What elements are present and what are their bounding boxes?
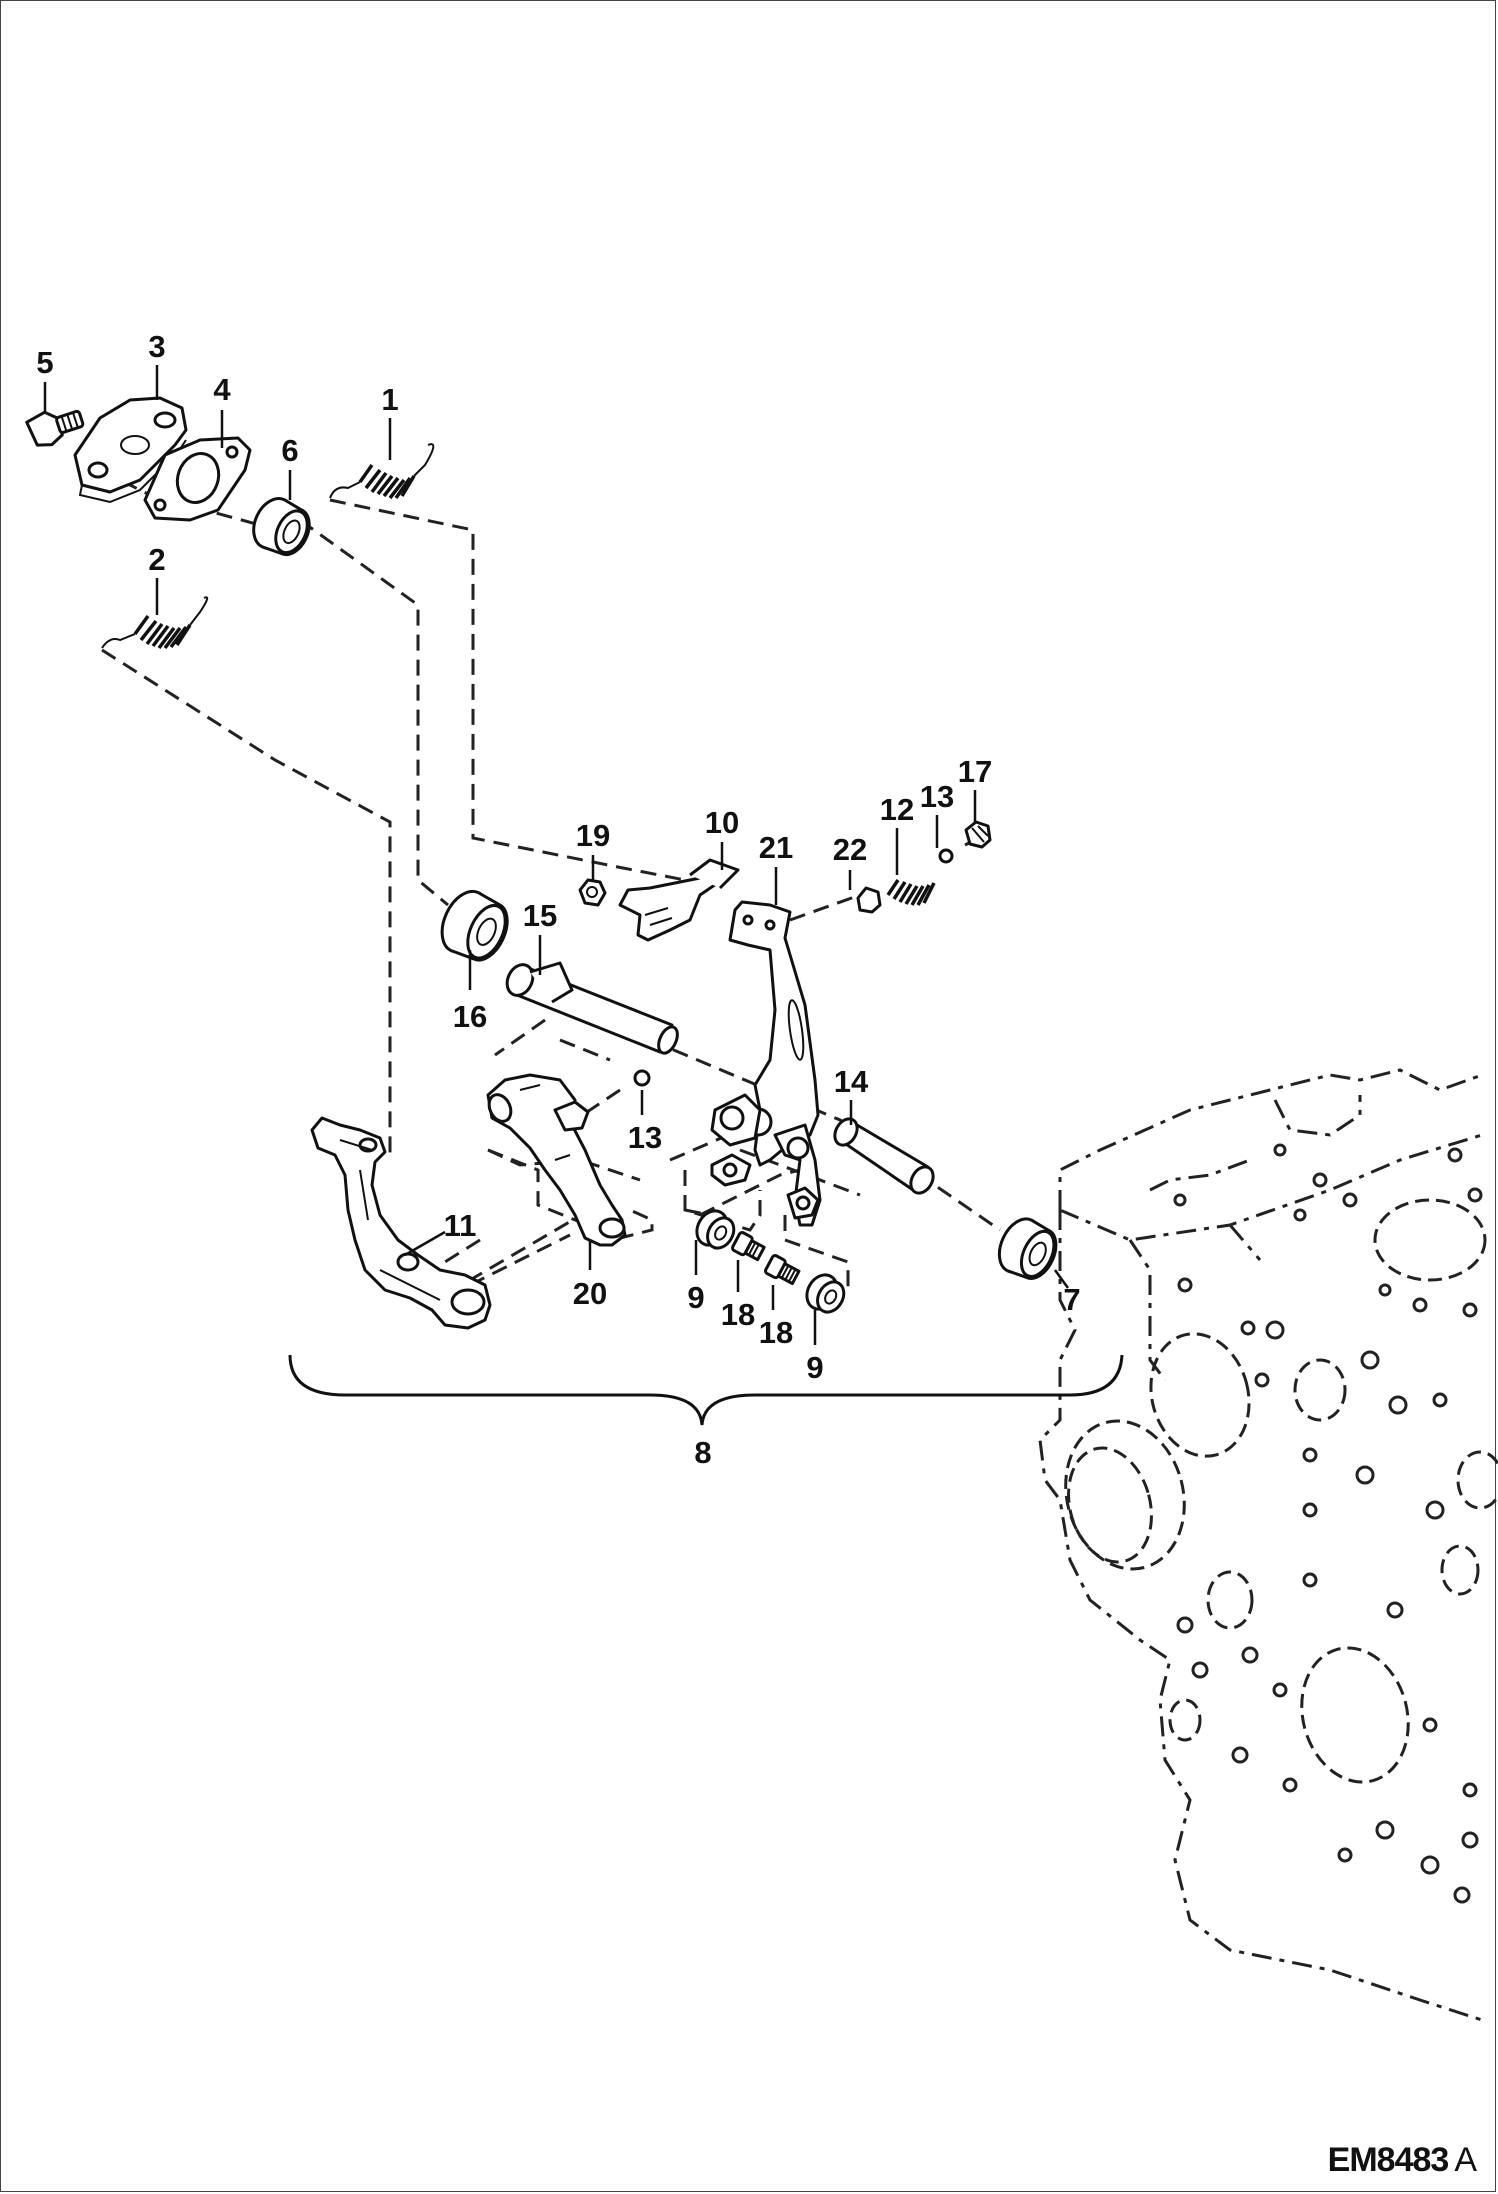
clip-part-10 [618, 858, 740, 942]
callout-6: 6 [281, 433, 298, 468]
callout-22: 22 [833, 832, 867, 867]
callout-1: 1 [381, 382, 398, 417]
callout-16: 16 [453, 999, 487, 1034]
callout-13-upper: 13 [920, 779, 954, 814]
ball-part-13-upper [938, 848, 954, 864]
spring-part-2 [101, 596, 209, 650]
lever-part-11 [310, 1116, 492, 1330]
callout-14: 14 [834, 1064, 869, 1099]
bolt-part-5 [25, 409, 85, 447]
callout-13-lower: 13 [628, 1120, 662, 1155]
callout-4: 4 [213, 372, 231, 407]
callout-10: 10 [705, 805, 739, 840]
callout-21: 21 [759, 830, 793, 865]
ball-part-13-lower [633, 1069, 651, 1087]
callout-15: 15 [523, 898, 557, 933]
callout-labels: 5 3 4 6 1 2 19 10 21 22 12 13 17 15 16 1… [36, 329, 1080, 1470]
screw-part-18-left [731, 1231, 766, 1262]
sleeve-part-14 [833, 1117, 935, 1195]
callout-9-right: 9 [806, 1350, 823, 1385]
callout-9-left: 9 [687, 1280, 704, 1315]
plug-part-17 [964, 820, 992, 849]
callout-11: 11 [444, 1208, 477, 1243]
nut-part-19 [578, 878, 607, 907]
bushing-part-7 [997, 1217, 1058, 1280]
spring-part-1 [329, 443, 435, 500]
washer-part-9-right [805, 1273, 846, 1314]
screw-part-18-right [764, 1254, 801, 1286]
gasket-part-4 [143, 436, 252, 522]
callout-19: 19 [576, 818, 610, 853]
callout-17: 17 [958, 754, 992, 789]
callout-12: 12 [880, 792, 914, 827]
callout-3: 3 [148, 329, 165, 364]
callout-2: 2 [148, 542, 165, 577]
engine-block-outline [1038, 1068, 1498, 2022]
bushing-part-6 [252, 497, 311, 557]
washer-part-9-left [695, 1209, 736, 1250]
arm-part-20 [486, 1073, 627, 1247]
drawing-number: EM8483 [1327, 2141, 1450, 2179]
leader-lines [43, 365, 1124, 1426]
callout-20: 20 [573, 1276, 607, 1311]
callout-7: 7 [1063, 1282, 1080, 1317]
pin-part-22 [856, 886, 882, 914]
callout-18-right: 18 [759, 1315, 793, 1350]
revision-letter: A [1454, 2141, 1477, 2179]
bracket-part-21 [710, 900, 822, 1227]
callout-8: 8 [694, 1435, 711, 1470]
spring-part-12 [886, 879, 936, 906]
shaft-part-15 [505, 961, 679, 1055]
callout-18-left: 18 [721, 1297, 755, 1332]
bushing-part-16 [440, 889, 509, 962]
callout-5: 5 [36, 345, 53, 380]
